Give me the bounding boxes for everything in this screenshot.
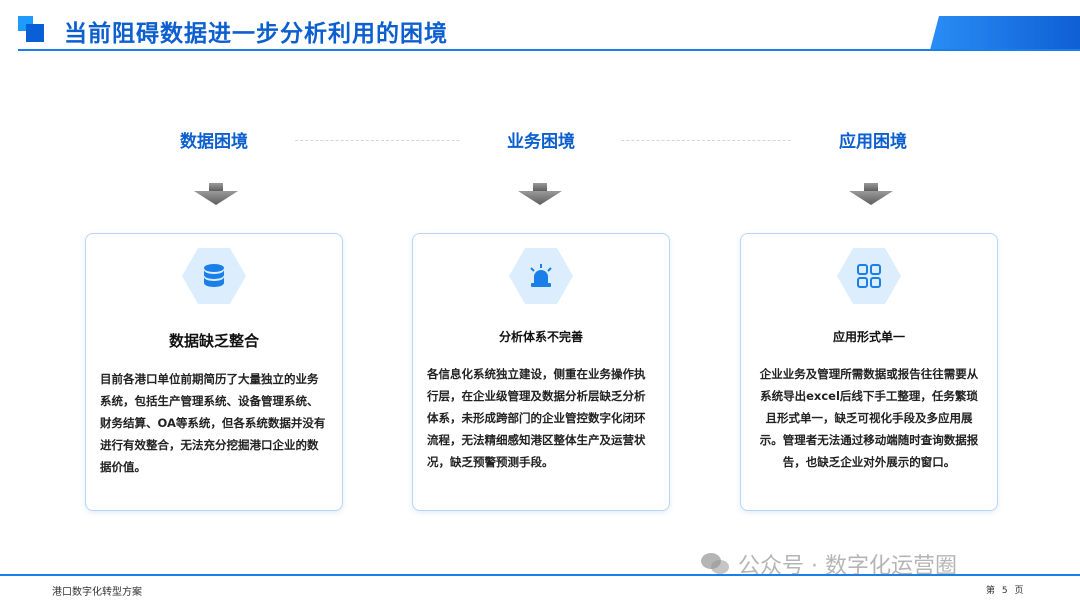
card-description: 目前各港口单位前期简历了大量独立的业务系统，包括生产管理系统、设备管理系统、财务… xyxy=(100,372,326,474)
dashed-rule xyxy=(280,140,490,141)
footer-divider xyxy=(0,574,1080,576)
icon-badge xyxy=(182,248,246,304)
alarm-light-icon xyxy=(530,264,552,287)
card-application: 应用形式单一 企业业务及管理所需数据或报告往往需要从系统导出excel后线下手工… xyxy=(740,233,998,511)
header-divider xyxy=(18,49,1080,51)
card-title: 数据缺乏整合 xyxy=(168,332,259,350)
down-arrow-icon xyxy=(194,183,238,205)
card-business: 分析体系不完善 各信息化系统独立建设，侧重在业务操作执行层，在企业级管理及数据分… xyxy=(412,233,670,511)
watermark: 公众号 · 数字化运营圈 xyxy=(700,548,957,580)
dashed-rule xyxy=(596,140,816,141)
section-heading-business: 业务困境 xyxy=(461,127,621,152)
section-heading-data: 数据困境 xyxy=(134,127,294,152)
header-accent-tab xyxy=(930,16,1080,50)
icon-badge xyxy=(509,248,573,304)
card-description: 各信息化系统独立建设，侧重在业务操作执行层，在企业级管理及数据分析层缺乏分析体系… xyxy=(427,367,646,469)
wechat-icon xyxy=(701,553,729,574)
down-arrow-icon xyxy=(518,183,562,205)
section-heading-application: 应用困境 xyxy=(793,127,953,152)
footer-doc-title: 港口数字化转型方案 xyxy=(52,587,142,598)
logo-mark xyxy=(18,16,48,42)
page-title: 当前阻碍数据进一步分析利用的困境 xyxy=(64,21,448,47)
card-title: 分析体系不完善 xyxy=(498,330,583,344)
card-title: 应用形式单一 xyxy=(832,330,905,344)
grid-apps-icon xyxy=(857,264,881,288)
down-arrow-icon xyxy=(849,183,893,205)
icon-badge xyxy=(837,248,901,304)
card-data: 数据缺乏整合 目前各港口单位前期简历了大量独立的业务系统，包括生产管理系统、设备… xyxy=(85,233,343,511)
database-icon xyxy=(204,264,224,287)
card-description: 企业业务及管理所需数据或报告往往需要从系统导出excel后线下手工整理，任务繁琐… xyxy=(759,367,979,469)
page-number: 第 5 页 xyxy=(986,586,1026,596)
watermark-text: 公众号 · 数字化运营圈 xyxy=(738,554,957,579)
